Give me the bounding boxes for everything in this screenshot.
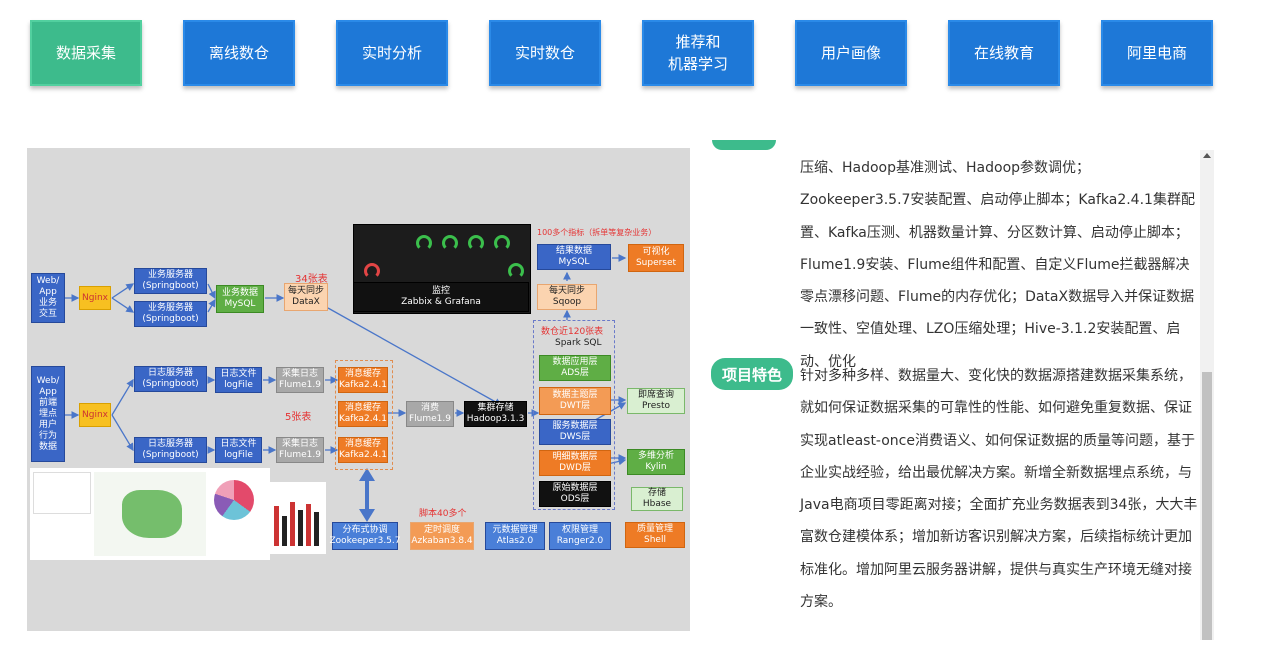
tab-recommendation-ml[interactable]: 推荐和 机器学习 (642, 20, 754, 86)
tab-offline-warehouse[interactable]: 离线数仓 (183, 20, 295, 86)
architecture-diagram: Web/ App 业务 交互 Web/ App 前端 埋点 用户 行为 数据 N… (27, 148, 690, 631)
azkaban-box: 定时调度 Azkaban3.8.4 (410, 522, 474, 550)
log-server-box-2: 日志服务器 (Springboot) (134, 437, 207, 463)
kylin-box: 多维分析 Kylin (627, 449, 685, 475)
result-mysql-box: 结果数据 MySQL (537, 244, 611, 270)
gauge-icon (442, 235, 458, 251)
scripts-label: 脚本40多个 (419, 509, 467, 519)
kafka-group (335, 360, 393, 470)
bar-chart-thumbnail (270, 482, 326, 554)
biz-server-box-1: 业务服务器 (Springboot) (134, 268, 207, 294)
nginx-box-1: Nginx (79, 286, 111, 310)
ranger-box: 权限管理 Ranger2.0 (549, 522, 611, 550)
warehouse-label: 数仓近120张表 (541, 327, 604, 337)
tab-data-collection[interactable]: 数据采集 (30, 20, 142, 86)
scroll-up-arrow-icon[interactable] (1203, 153, 1211, 158)
tab-user-profile[interactable]: 用户画像 (795, 20, 907, 86)
tab-realtime-analysis[interactable]: 实时分析 (336, 20, 448, 86)
dws-layer-box: 服务数据层 DWS层 (539, 419, 611, 445)
hbase-box: 存储 Hbase (631, 487, 683, 511)
gauge-icon (468, 235, 484, 251)
dashboard-thumbnails (30, 468, 270, 560)
flume-collect-box-2: 采集日志 Flume1.9 (276, 437, 324, 463)
kafka-box-2: 消息缓存 Kafka2.4.1 (338, 401, 388, 427)
biz-mysql-box: 业务数据 MySQL (216, 285, 264, 313)
project-feature-paragraph: 针对多种多样、数据量大、变化快的数据源搭建数据采集系统，就如何保证数据采集的可靠… (800, 368, 1198, 611)
logfile-box-2: 日志文件 logFile (215, 437, 262, 463)
gauge-icon (364, 263, 380, 279)
atlas-box: 元数据管理 Atlas2.0 (485, 522, 545, 550)
nginx-box-2: Nginx (79, 403, 111, 427)
kafka-box-3: 消息缓存 Kafka2.4.1 (338, 437, 388, 463)
gauge-icon (494, 235, 510, 251)
description-panel: 压缩、Hadoop基准测试、Hadoop参数调优；Zookeeper3.5.7安… (700, 140, 1200, 650)
project-feature-badge: 项目特色 (711, 358, 793, 390)
tables-34-label: 34张表 (295, 274, 328, 285)
scrollbar-thumb[interactable] (1202, 372, 1212, 640)
log-server-box-1: 日志服务器 (Springboot) (134, 366, 207, 392)
flume-consume-box: 消费 Flume1.9 (406, 401, 454, 427)
gauge-icon (508, 263, 524, 279)
module-tab-bar: 数据采集 离线数仓 实时分析 实时数仓 推荐和 机器学习 用户画像 在线教育 阿… (0, 0, 1280, 100)
zookeeper-box: 分布式协调 Zookeeper3.5.7 (330, 522, 401, 550)
web-app-tracking-box: Web/ App 前端 埋点 用户 行为 数据 (31, 366, 65, 462)
sparksql-label: Spark SQL (555, 338, 602, 348)
biz-server-box-2: 业务服务器 (Springboot) (134, 301, 207, 327)
vertical-scrollbar[interactable] (1200, 150, 1214, 640)
tables-5-label: 5张表 (285, 412, 312, 423)
warehouse-group (533, 320, 615, 510)
shell-box: 质量管理 Shell (625, 522, 685, 548)
tab-realtime-warehouse[interactable]: 实时数仓 (489, 20, 601, 86)
zabbix-grafana-box: 监控 Zabbix & Grafana (353, 282, 529, 312)
flume-collect-box-1: 采集日志 Flume1.9 (276, 367, 324, 393)
diagram-arrows (60, 254, 627, 522)
metrics-label: 100多个指标（拆单等复杂业务） (537, 228, 657, 237)
tab-ali-ecommerce[interactable]: 阿里电商 (1101, 20, 1213, 86)
kafka-box-1: 消息缓存 Kafka2.4.1 (338, 367, 388, 393)
ods-layer-box: 原始数据层 ODS层 (539, 481, 611, 507)
sqoop-box: 每天同步 Sqoop (537, 284, 597, 310)
ads-layer-box: 数据应用层 ADS层 (539, 355, 611, 381)
tech-details-paragraph: 压缩、Hadoop基准测试、Hadoop参数调优；Zookeeper3.5.7安… (800, 160, 1195, 370)
datax-box: 每天同步 DataX (284, 283, 328, 311)
presto-box: 即席查询 Presto (627, 388, 685, 414)
tab-online-education[interactable]: 在线教育 (948, 20, 1060, 86)
superset-box: 可视化 Superset (628, 244, 684, 272)
gauge-icon (416, 235, 432, 251)
logfile-box-1: 日志文件 logFile (215, 367, 262, 393)
hadoop-box: 集群存储 Hadoop3.1.3 (464, 401, 527, 427)
web-app-business-box: Web/ App 业务 交互 (31, 273, 65, 323)
dwt-layer-box: 数据主题层 DWT层 (539, 387, 611, 415)
dwd-layer-box: 明细数据层 DWD层 (539, 450, 611, 476)
section-badge-fragment (712, 140, 776, 150)
